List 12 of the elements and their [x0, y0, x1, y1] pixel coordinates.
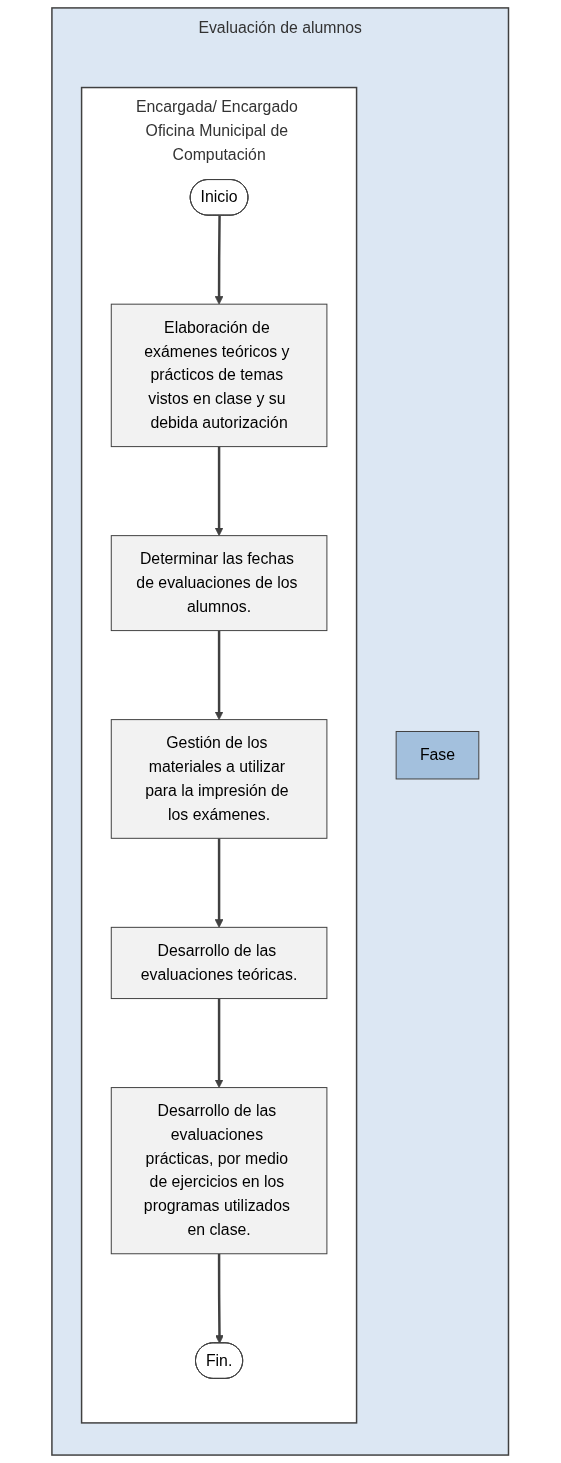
node-box: Elaboración de exámenes teóricos y prácticos de temas vistos en clase y su debida autorización — [111, 303, 328, 448]
node-box: Fase — [395, 731, 480, 780]
node-box: Determinar las fechas de evaluaciones de los alumnos. — [111, 535, 328, 632]
arrow — [215, 998, 224, 1088]
node-box: Desarrollo de las evaluaciones teóricas. — [111, 926, 328, 1000]
arrow — [215, 1253, 225, 1344]
node-box: Desarrollo de las evaluaciones prácticas, por medio de ejercicios en los programas utilizados en clase. — [111, 1087, 328, 1255]
arrow — [215, 630, 224, 720]
arrow — [215, 838, 224, 928]
node-box: Gestión de los materiales a utilizar para la impresión de los exámenes. — [111, 719, 328, 839]
arrow — [215, 446, 224, 537]
arrow — [215, 215, 224, 305]
